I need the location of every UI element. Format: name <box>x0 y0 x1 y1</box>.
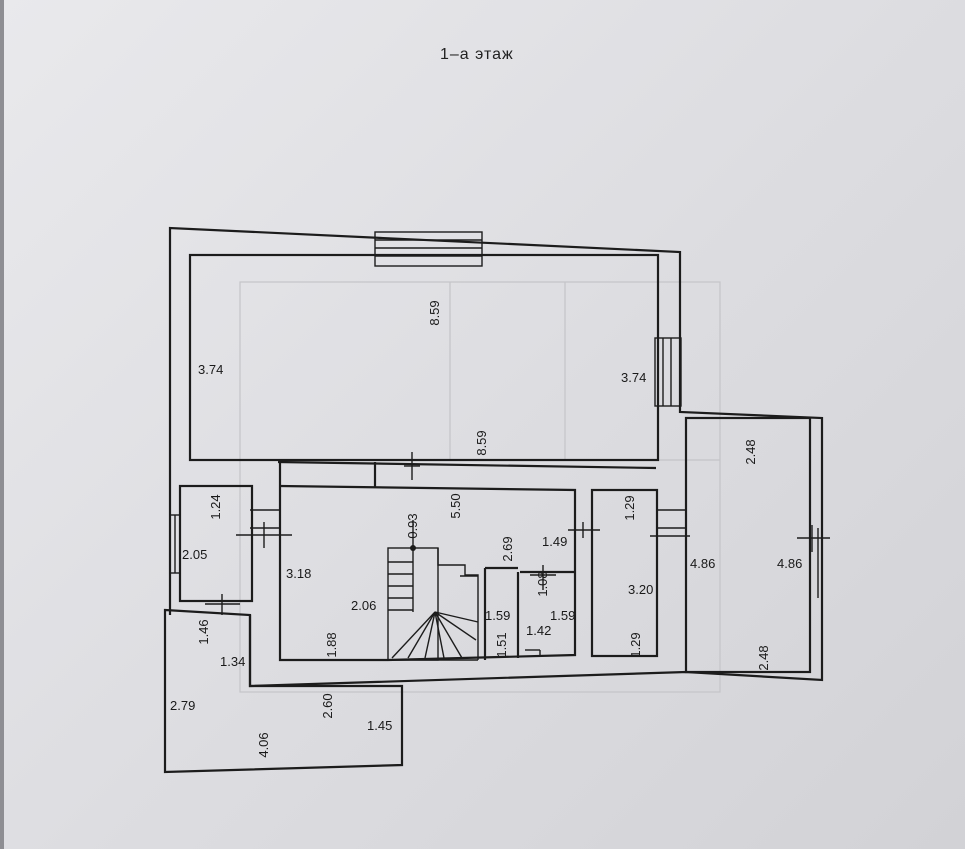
room-annex <box>684 416 812 674</box>
dim-label: 2.48 <box>756 645 771 670</box>
dim-label: 2.79 <box>170 698 195 713</box>
dim-label: 1.46 <box>196 619 211 644</box>
dim-label: 2.05 <box>182 547 207 562</box>
dim-label: 3.18 <box>286 566 311 581</box>
room-storage-right <box>590 488 659 658</box>
stair-start-dot <box>410 545 416 551</box>
dim-label: 1.08 <box>535 571 550 596</box>
room-walls <box>178 253 812 674</box>
dim-label: 8.59 <box>474 430 489 455</box>
dim-label: 1.29 <box>628 632 643 657</box>
windows <box>169 231 819 598</box>
floor-title: 1–а этаж <box>440 46 514 63</box>
dim-label: 4.06 <box>256 732 271 757</box>
dim-label: 1.24 <box>208 494 223 519</box>
dim-label: 2.06 <box>351 598 376 613</box>
window-right <box>654 337 682 407</box>
dim-label: 1.51 <box>494 632 509 657</box>
staircase <box>387 520 479 661</box>
dim-label: 2.60 <box>320 693 335 718</box>
dim-label: 4.86 <box>777 556 802 571</box>
dim-label: 5.50 <box>448 493 463 518</box>
outer-walls <box>163 226 824 774</box>
dim-label: 1.88 <box>324 632 339 657</box>
dim-label: 3.74 <box>198 362 223 377</box>
dim-label: 1.34 <box>220 654 245 669</box>
dim-label: 4.86 <box>690 556 715 571</box>
sheet-edge-shadow <box>0 0 4 849</box>
room-large-hall <box>188 253 660 462</box>
window-top <box>374 231 483 267</box>
dim-label: 2.48 <box>743 439 758 464</box>
dim-label: 1.59 <box>485 608 510 623</box>
dim-label: 0.93 <box>405 513 420 538</box>
door-marks <box>205 452 830 615</box>
dim-label: 1.29 <box>622 495 637 520</box>
dim-label: 3.20 <box>628 582 653 597</box>
dim-label: 1.59 <box>550 608 575 623</box>
dim-label: 1.45 <box>367 718 392 733</box>
dim-label: 2.69 <box>500 536 515 561</box>
dim-label: 8.59 <box>427 300 442 325</box>
dim-label: 1.42 <box>526 623 551 638</box>
dimension-labels: 8.59 3.74 3.74 8.59 2.48 1.24 0.93 5.50 … <box>170 300 802 757</box>
dim-label: 3.74 <box>621 370 646 385</box>
dim-label: 1.49 <box>542 534 567 549</box>
